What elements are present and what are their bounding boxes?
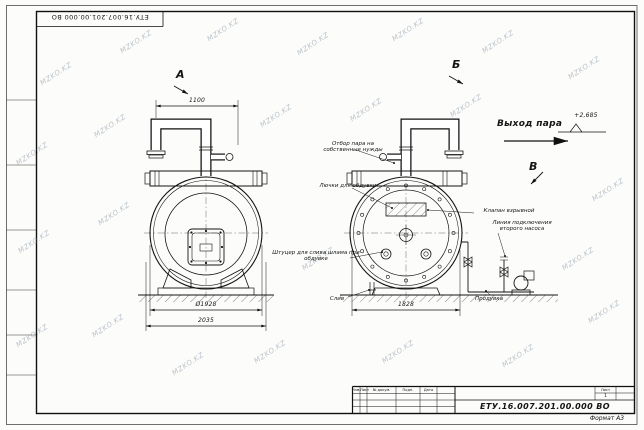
left-view: [138, 85, 274, 331]
dim-1928: Ø1928: [195, 301, 217, 308]
blowdown-label: Продувка: [475, 296, 503, 302]
tb-col-doc: № докум.: [372, 388, 391, 392]
own-needs-label: Отбор пара на собственные нужды: [323, 141, 383, 154]
right-view: [340, 75, 558, 316]
second-pump-label: Линия подключения второго насоса: [492, 220, 552, 233]
steam-outlet-arrow: [504, 123, 606, 146]
tb-col-sign: Подп.: [402, 388, 414, 392]
drain-label: Слив: [329, 296, 345, 302]
sludge-label: Штуцер для слива шлама при обдувке: [272, 250, 360, 263]
dim-1100: 1100: [188, 97, 206, 104]
dim-1828: 1828: [397, 301, 415, 308]
tb-col-date: Дата: [423, 388, 434, 392]
hatches-label: Лючки для обдувки: [319, 183, 377, 189]
view-a-label: А: [176, 68, 185, 81]
tb-col-list: Лист: [360, 388, 370, 392]
stamp-doc-number-rotated: ЕТУ.16.007.201.00.000 ВО: [51, 13, 149, 21]
tb-col-izm: Изм.: [352, 388, 361, 392]
pump-piping: [461, 241, 535, 296]
leader-lines: [347, 149, 506, 298]
view-v-label: В: [529, 160, 538, 173]
steam-out-label: Выход пара: [497, 119, 563, 129]
view-b-label: Б: [452, 58, 461, 71]
tb-doc-number: ЕТУ.16.007.201.00.000 ВО: [480, 401, 610, 411]
tb-sheet-label: Лист: [600, 387, 611, 392]
title-block-grid: [351, 385, 635, 414]
dim-2035: 2035: [197, 317, 215, 324]
format-label: Формат А3: [589, 414, 625, 422]
explosion-valve-label: Клапан взрывной: [483, 208, 535, 214]
sheet-frame: [6, 5, 638, 425]
elevation-value: +2,685: [574, 112, 598, 119]
tb-sheet-value: 1: [604, 394, 607, 399]
